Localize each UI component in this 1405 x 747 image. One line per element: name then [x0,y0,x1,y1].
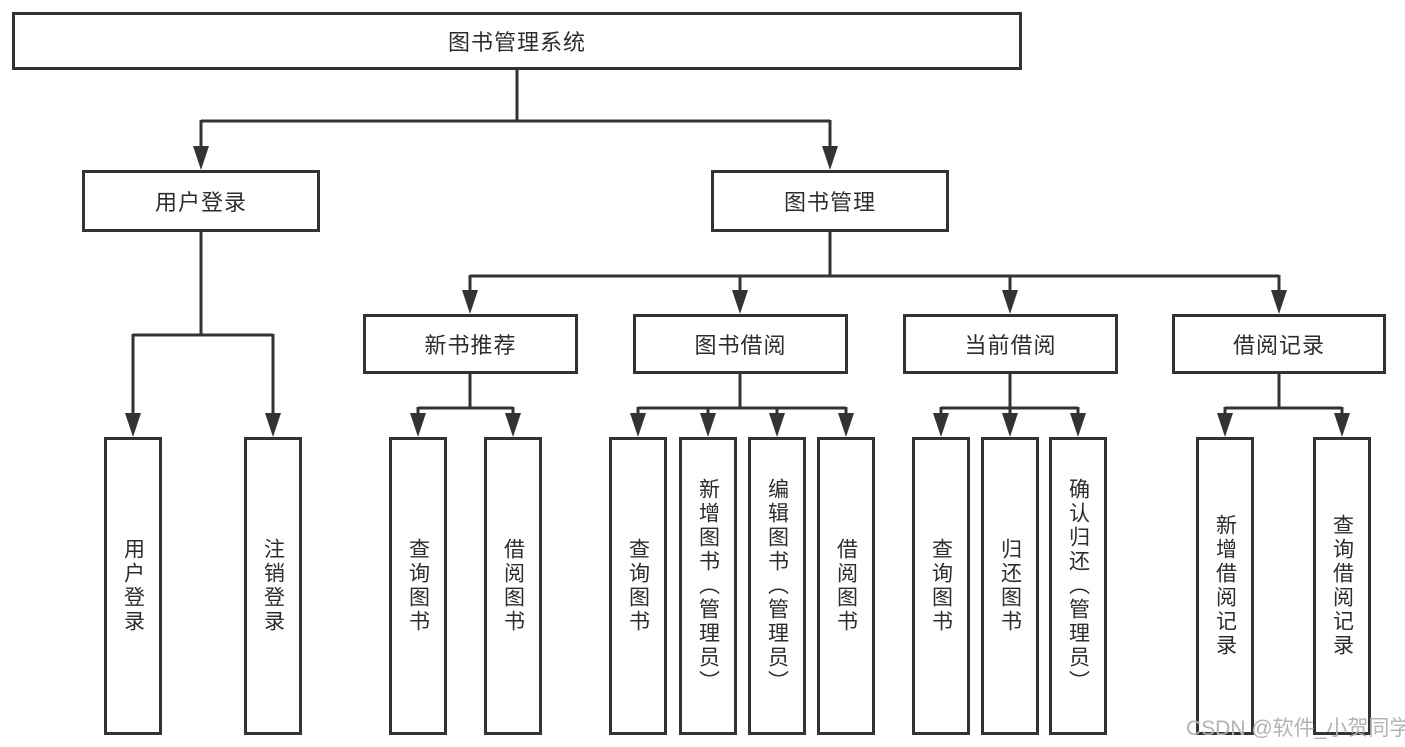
leaf-logout-label: 注销登录 [261,538,285,634]
node-book-borrow-label: 图书借阅 [694,333,787,358]
leaf-borrow-books-label: 借阅图书 [834,538,858,634]
node-root-label: 图书管理系统 [447,30,586,55]
node-borrow-records: 借阅记录 [1172,314,1386,374]
leaf-query-books-recommend-label: 查询图书 [406,538,430,634]
leaf-query-books-current: 查询图书 [912,437,970,735]
node-book-borrow: 图书借阅 [633,314,848,374]
leaf-edit-books-admin: 编辑图书（管理员） [748,437,806,735]
node-book-management: 图书管理 [711,170,949,232]
leaf-add-borrow-record-label: 新增借阅记录 [1213,514,1237,658]
leaf-borrow-books-recommend: 借阅图书 [484,437,542,735]
node-book-management-label: 图书管理 [783,190,876,215]
leaf-logout: 注销登录 [244,437,302,735]
leaf-query-borrow-record-label: 查询借阅记录 [1330,514,1354,658]
node-user-login: 用户登录 [82,170,320,232]
leaf-confirm-return-admin: 确认归还（管理员） [1049,437,1107,735]
leaf-query-books-borrow-label: 查询图书 [626,538,650,634]
node-root-library-system: 图书管理系统 [12,12,1022,70]
node-current-borrow: 当前借阅 [903,314,1118,374]
leaf-borrow-books-recommend-label: 借阅图书 [501,538,525,634]
leaf-user-login-label: 用户登录 [121,538,145,634]
leaf-edit-books-admin-label: 编辑图书（管理员） [765,478,789,694]
leaf-query-books-recommend: 查询图书 [389,437,447,735]
leaf-confirm-return-admin-label: 确认归还（管理员） [1066,478,1090,694]
leaf-query-books-borrow: 查询图书 [609,437,667,735]
node-current-borrow-label: 当前借阅 [964,333,1057,358]
leaf-add-books-admin-label: 新增图书（管理员） [696,478,720,694]
leaf-borrow-books: 借阅图书 [817,437,875,735]
node-new-book-recommend: 新书推荐 [363,314,578,374]
node-new-book-recommend-label: 新书推荐 [424,333,517,358]
leaf-query-books-current-label: 查询图书 [929,538,953,634]
node-borrow-records-label: 借阅记录 [1232,333,1325,358]
leaf-add-books-admin: 新增图书（管理员） [679,437,737,735]
arrowhead-icons [125,146,1350,437]
leaf-return-books: 归还图书 [981,437,1039,735]
leaf-add-borrow-record: 新增借阅记录 [1196,437,1254,735]
leaf-return-books-label: 归还图书 [998,538,1022,634]
leaf-query-borrow-record: 查询借阅记录 [1313,437,1371,735]
node-user-login-label: 用户登录 [154,190,247,215]
leaf-user-login: 用户登录 [104,437,162,735]
